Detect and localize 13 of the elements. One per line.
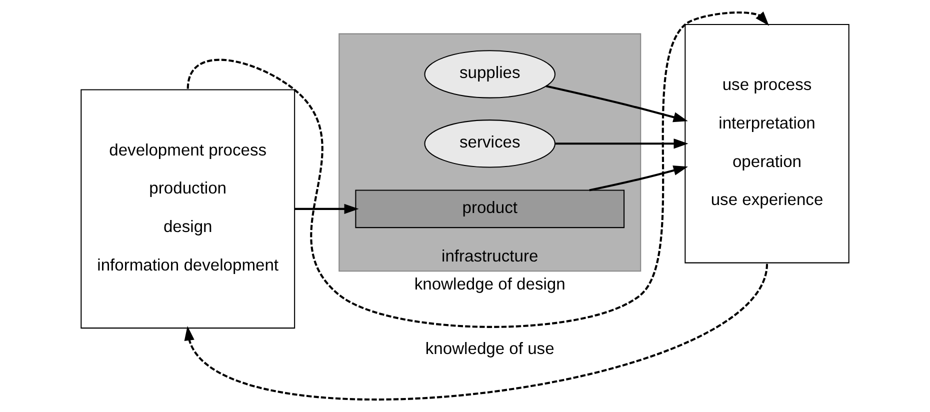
edge-label: knowledge of design	[414, 274, 566, 294]
node-ellipse: services	[424, 120, 556, 168]
arrow	[184, 263, 768, 400]
edge-label: knowledge of use	[425, 338, 554, 358]
arrow	[589, 165, 688, 192]
node-box: use process interpretation operation use experience	[684, 24, 850, 264]
arrow	[555, 138, 688, 149]
arrow	[546, 85, 688, 122]
node-box: development process production design information development	[80, 89, 296, 329]
arrow	[294, 204, 359, 214]
arrow	[186, 12, 770, 328]
node-ellipse: supplies	[424, 50, 556, 98]
node-box: product	[355, 190, 625, 228]
